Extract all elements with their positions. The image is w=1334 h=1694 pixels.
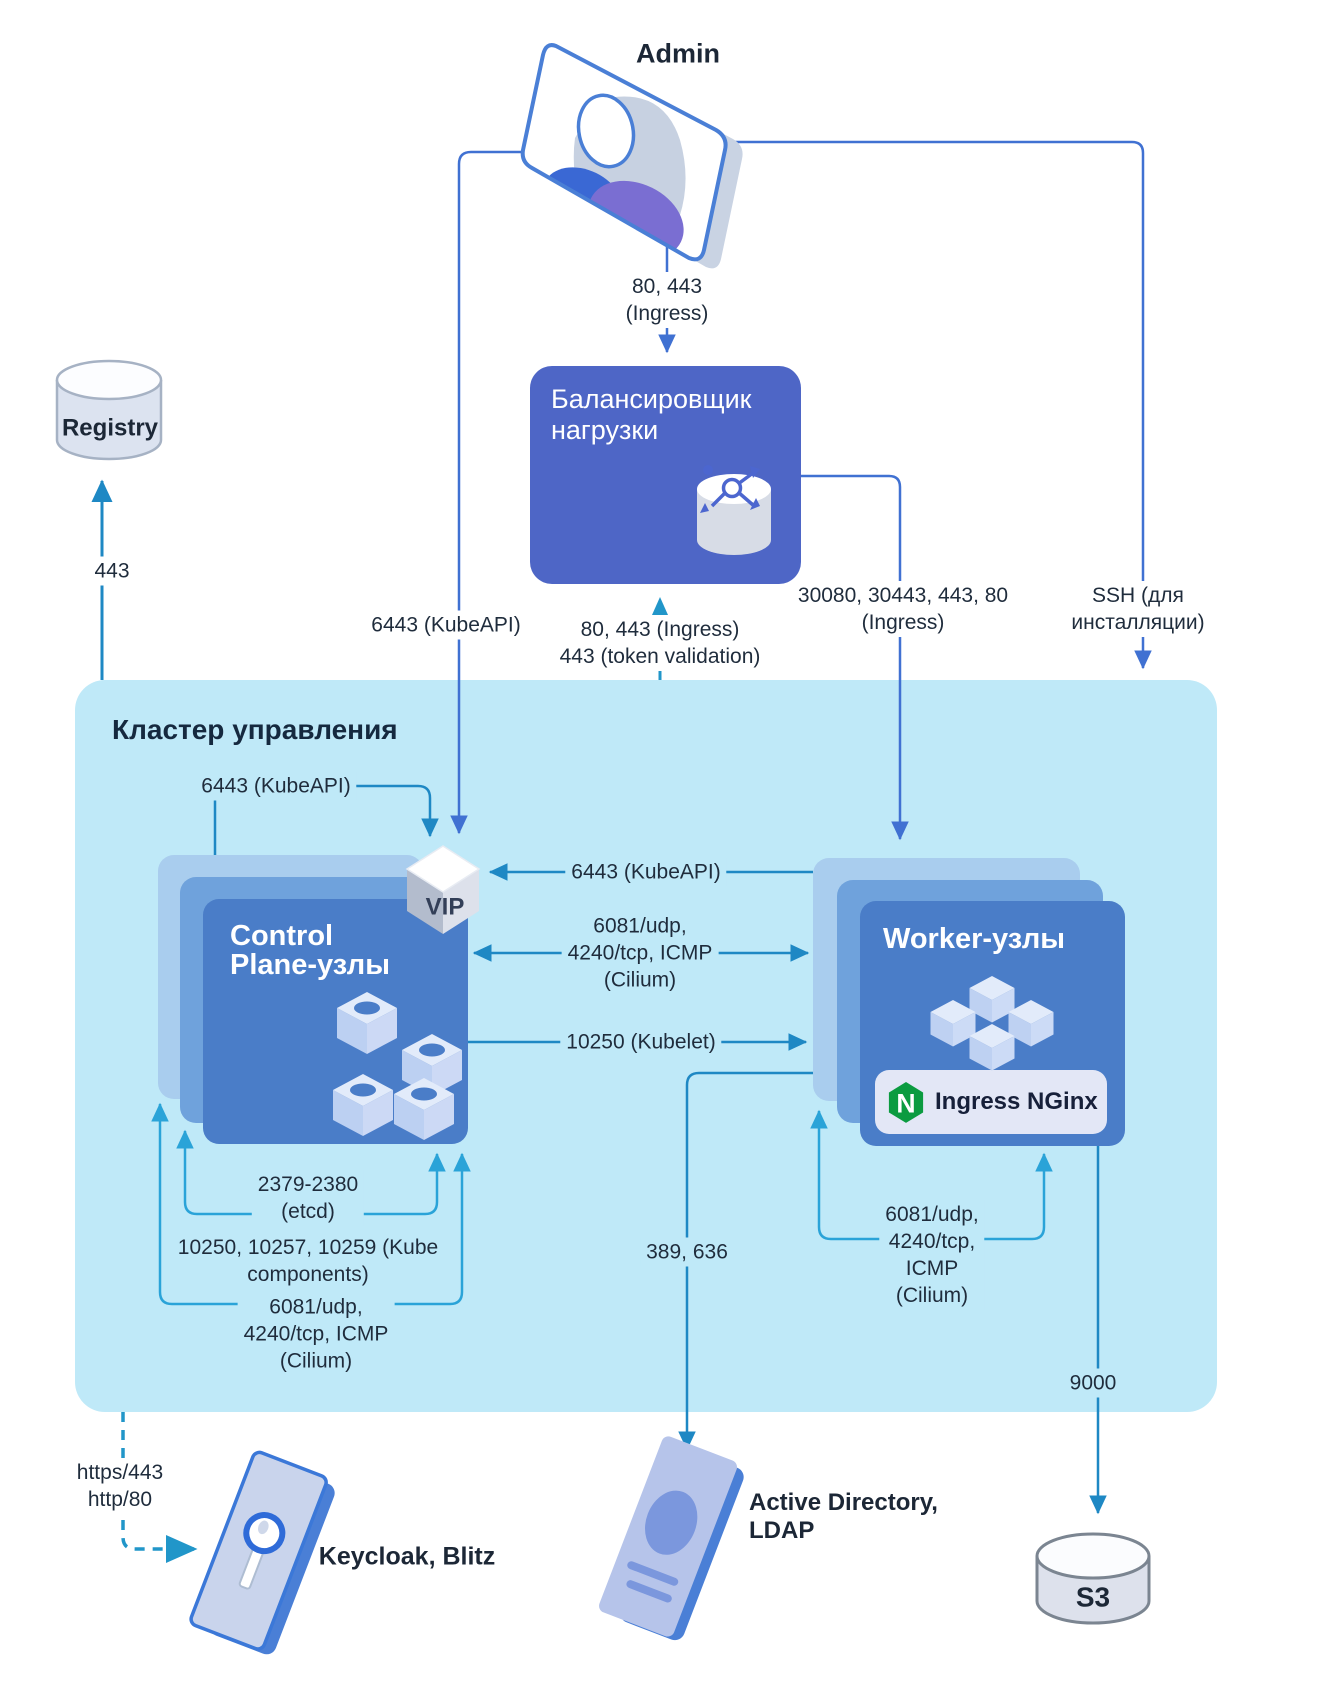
admin-label: Admin bbox=[636, 38, 720, 69]
worker-title: Worker-узлы bbox=[883, 923, 1066, 955]
edge-label-kube-components: 10250, 10257, 10259 (Kube components) bbox=[171, 1233, 445, 1289]
edge-label-cp-cilium-loop: 6081/udp, 4240/tcp, ICMP (Cilium) bbox=[237, 1292, 395, 1376]
active-directory-label: Active Directory, LDAP bbox=[749, 1489, 938, 1544]
s3-label: S3 bbox=[1075, 1581, 1111, 1613]
active-directory-book-icon bbox=[599, 1436, 744, 1641]
load-balancer-title: Балансировщик нагрузки bbox=[551, 384, 752, 445]
control-plane-title: Control Plane-узлы bbox=[230, 920, 390, 981]
edge-label-ldap-ports: 389, 636 bbox=[640, 1237, 734, 1267]
ingress-nginx-badge: N Ingress NGinx bbox=[875, 1070, 1107, 1134]
edge-label-admin-kubeapi: 6443 (KubeAPI) bbox=[365, 610, 527, 640]
registry-cylinder-icon bbox=[55, 359, 163, 461]
edge-label-lb-worker: 30080, 30443, 443, 80 (Ingress) bbox=[791, 581, 1015, 637]
admin-card-icon bbox=[520, 43, 743, 269]
edge-label-ssh: SSH (для инсталляции) bbox=[1065, 581, 1211, 637]
edge-label-etcd: 2379-2380 (etcd) bbox=[251, 1170, 365, 1226]
edge-label-worker-cilium-loop: 6081/udp, 4240/tcp, ICMP (Cilium) bbox=[879, 1200, 985, 1310]
edge-label-registry-port: 443 bbox=[88, 556, 136, 586]
edge-label-cilium-mid: 6081/udp, 4240/tcp, ICMP (Cilium) bbox=[561, 911, 719, 995]
keycloak-label: Keycloak, Blitz bbox=[318, 1542, 496, 1571]
vip-label: VIP bbox=[425, 893, 465, 921]
ingress-nginx-label: Ingress NGinx bbox=[935, 1088, 1098, 1115]
edge-label-lb-token: 80, 443 (Ingress) 443 (token validation) bbox=[553, 615, 767, 671]
edge-label-worker-vip: 6443 (KubeAPI) bbox=[565, 857, 727, 887]
edge-label-kubelet: 10250 (Kubelet) bbox=[560, 1027, 722, 1057]
edge-label-admin-to-lb: 80, 443 (Ingress) bbox=[619, 272, 715, 328]
svg-text:N: N bbox=[896, 1088, 915, 1118]
edge-label-s3-port: 9000 bbox=[1063, 1368, 1123, 1398]
nginx-logo-icon: N bbox=[888, 1082, 924, 1123]
edge-label-keycloak-ports: https/443 http/80 bbox=[70, 1458, 170, 1514]
edge-label-cp-vip-loop: 6443 (KubeAPI) bbox=[195, 771, 357, 801]
registry-label: Registry bbox=[61, 414, 159, 442]
cluster-title: Кластер управления bbox=[112, 714, 398, 745]
